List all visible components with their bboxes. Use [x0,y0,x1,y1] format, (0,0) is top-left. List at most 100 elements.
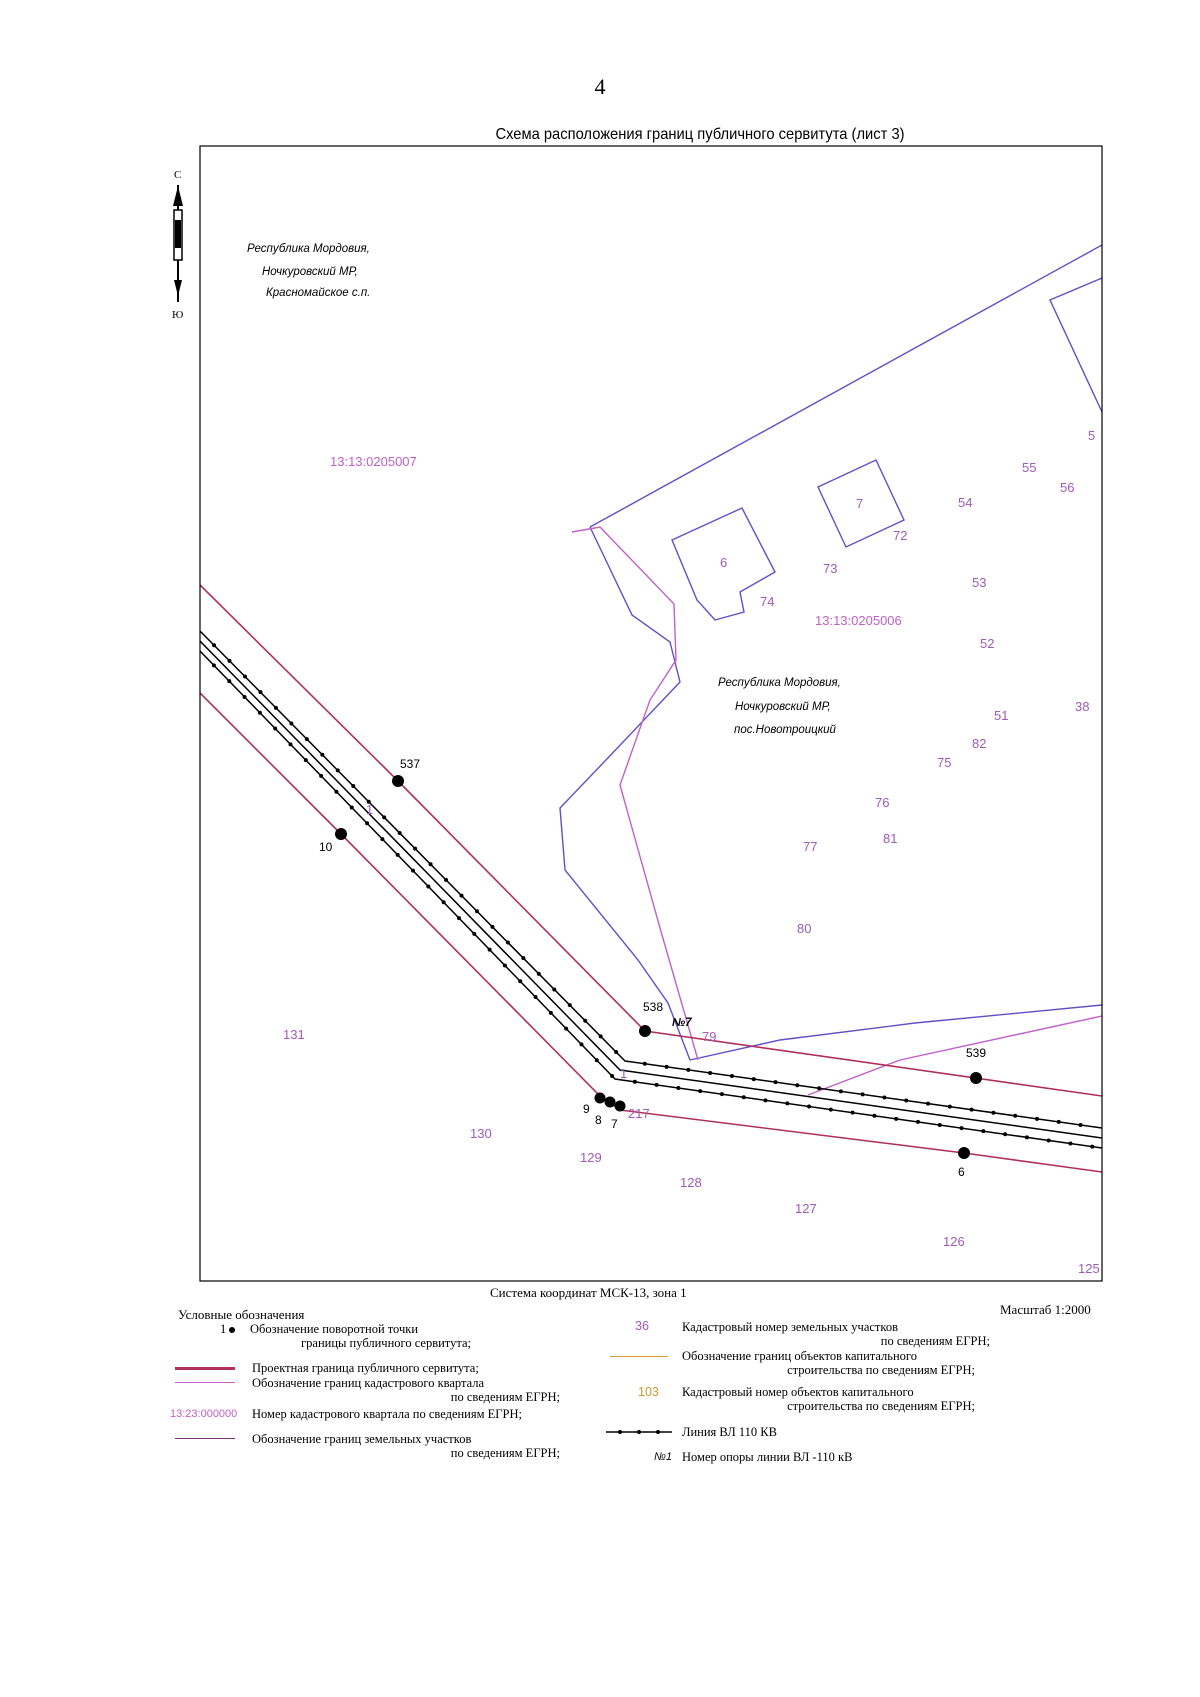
wire-marker [664,1064,669,1069]
wire-marker [564,1026,569,1031]
wire-marker [521,956,526,961]
parcel-boundaries [559,244,1102,1061]
svg-text:125: 125 [1078,1261,1100,1276]
svg-text:51: 51 [994,708,1008,723]
wire-marker [719,1092,724,1097]
svg-text:128: 128 [680,1175,702,1190]
quarter-boundary [571,526,1102,1096]
svg-text:537: 537 [400,757,420,771]
map-frame [199,145,1103,1282]
svg-text:52: 52 [980,636,994,651]
wire-marker [698,1089,703,1094]
wire-marker [397,830,402,835]
wire-marker [304,737,309,742]
svg-text:129: 129 [580,1150,602,1165]
wire-marker [642,1061,647,1066]
wire-marker [426,884,431,889]
legend-title: Условные обозначения [178,1307,305,1322]
wire-marker [257,710,262,715]
svg-text:6: 6 [958,1165,965,1179]
wire-marker [490,924,495,929]
wire-marker [860,1092,865,1097]
wire-marker [1013,1113,1018,1118]
wire-marker [1034,1116,1039,1121]
svg-text:10: 10 [319,840,333,854]
region-label-novotroitskiy: Республика Мордовия, Ночкуровский МР, по… [718,677,841,736]
svg-text:74: 74 [760,594,774,609]
svg-text:Республика Мордовия,: Республика Мордовия, [718,677,841,689]
wire-marker [583,1018,588,1023]
parcel-number-symbol: 36 [635,1319,649,1333]
wire-marker [708,1070,713,1075]
wire-marker [969,1107,974,1112]
svg-text:1: 1 [620,1066,627,1081]
svg-text:пос.Новотроицкий: пос.Новотроицкий [734,724,837,736]
svg-text:7: 7 [856,496,863,511]
svg-text:38: 38 [1075,699,1089,714]
wire-marker [1003,1132,1008,1137]
wire-marker [289,721,294,726]
svg-text:53: 53 [972,575,986,590]
wire-marker [676,1085,681,1090]
power-line-markers [211,643,1095,1149]
wire-marker [441,900,446,905]
svg-text:126: 126 [943,1234,965,1249]
legend-turn-point-symbol: 1 [220,1322,236,1336]
parcel-numbers: 55 56 54 5 7 72 6 73 74 53 52 51 38 82 7… [283,428,1100,1276]
wire-marker [212,643,217,648]
legend-turn-point: Обозначение поворотной точки границы пуб… [250,1322,471,1350]
wire-marker [273,705,278,710]
building-number-symbol: 103 [638,1385,659,1399]
wire-marker [751,1077,756,1082]
wire-marker [428,862,433,867]
svg-text:7: 7 [611,1117,618,1131]
svg-text:Красномайское с.п.: Красномайское с.п. [266,287,370,299]
wire-marker [548,1010,553,1015]
building-boundary-icon [610,1356,668,1357]
legend-quarter-boundary: Обозначение границ кадастрового квартала… [252,1376,560,1404]
svg-text:80: 80 [797,921,811,936]
wire-marker [981,1129,986,1134]
wire-marker [785,1101,790,1106]
quarter-number: 13:13:0205006 [815,613,902,628]
wire-marker [598,1034,603,1039]
svg-text:55: 55 [1022,460,1036,475]
wire-marker [242,674,247,679]
wire-marker [411,868,416,873]
svg-text:73: 73 [823,561,837,576]
wire-marker [505,940,510,945]
wire-marker [1078,1122,1083,1127]
wire-marker [807,1104,812,1109]
wire-marker [1046,1138,1051,1143]
svg-text:72: 72 [893,528,907,543]
legend-parcel-number: Кадастровый номер земельных участков по … [682,1320,990,1348]
coord-system: Система координат МСК-13, зона 1 [490,1285,687,1300]
wire-marker [472,931,477,936]
quarter-number: 13:13:0205007 [330,454,417,469]
svg-text:130: 130 [470,1126,492,1141]
servitude-boundary-icon [175,1367,235,1370]
svg-text:6: 6 [720,555,727,570]
wire-marker [459,893,464,898]
svg-text:538: 538 [643,1000,663,1014]
legend-power-line: Линия ВЛ 110 КВ [682,1425,777,1439]
svg-text:54: 54 [958,495,972,510]
wire-marker [334,789,339,794]
wire-marker [380,837,385,842]
power-line-110kv [200,630,1102,1149]
wire-marker [1090,1144,1095,1149]
wire-marker [227,679,232,684]
svg-text:75: 75 [937,755,951,770]
svg-text:Республика Мордовия,: Республика Мордовия, [247,243,370,255]
wire-marker [366,799,371,804]
turn-points: 537 10 538 539 9 8 7 6 №7 [319,757,986,1179]
wire-marker [319,773,324,778]
wire-marker [227,658,232,663]
svg-text:Ночкуровский МР,: Ночкуровский МР, [735,701,831,713]
wire-marker [382,815,387,820]
wire-marker [444,877,449,882]
wire-marker [533,995,538,1000]
wire-marker [211,663,216,668]
wire-marker [413,846,418,851]
